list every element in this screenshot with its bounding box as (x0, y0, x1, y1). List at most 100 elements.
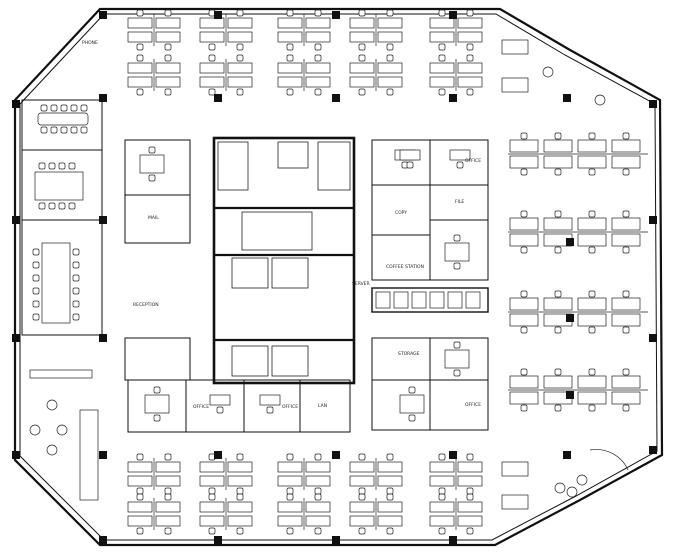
column (332, 11, 340, 19)
desk (277, 515, 303, 527)
column (214, 94, 222, 102)
desk (399, 149, 421, 161)
desk (457, 76, 483, 88)
chair (453, 262, 461, 270)
room-labels: PHONE RECEPTION COPY OFFICE OFFICE OFFIC… (82, 40, 481, 410)
restroom (217, 141, 249, 191)
desk (227, 62, 253, 74)
chair (32, 287, 40, 295)
file-drawer (375, 291, 391, 309)
desk (501, 494, 529, 510)
chair (386, 43, 394, 51)
office-partition (429, 379, 489, 431)
chair (622, 290, 630, 298)
chair (314, 493, 322, 501)
chair (72, 313, 80, 321)
structural-columns (12, 11, 657, 544)
chair (136, 9, 144, 17)
chair (554, 132, 562, 140)
column (449, 451, 457, 459)
chair (314, 453, 322, 461)
chair (286, 493, 294, 501)
desk (577, 155, 607, 169)
chair (136, 453, 144, 461)
file-drawer (465, 291, 481, 309)
desk (377, 62, 403, 74)
desk (349, 76, 375, 88)
chair (136, 88, 144, 96)
column (563, 451, 571, 459)
column (12, 216, 20, 224)
column (99, 334, 107, 342)
lounge-chair (29, 424, 41, 436)
desk (611, 391, 641, 405)
chair (164, 88, 172, 96)
desk (577, 297, 607, 311)
desk (577, 139, 607, 153)
desk (543, 155, 573, 169)
column (563, 94, 571, 102)
chair (466, 43, 474, 51)
desk (429, 76, 455, 88)
column (649, 446, 657, 454)
elevator (231, 257, 269, 289)
desk (127, 76, 153, 88)
desk (509, 139, 539, 153)
lounge-chair (594, 94, 606, 106)
chair (40, 104, 48, 112)
chair (50, 126, 58, 134)
column (99, 216, 107, 224)
chair (208, 43, 216, 51)
desk (305, 461, 331, 473)
office-partition (371, 139, 431, 186)
desk (277, 17, 303, 29)
desk (457, 501, 483, 513)
desk (611, 297, 641, 311)
chair (314, 487, 322, 495)
desk (139, 154, 165, 174)
desk (543, 297, 573, 311)
chair (622, 404, 630, 412)
label-office-2: OFFICE (193, 404, 209, 410)
chair (70, 104, 78, 112)
chair (588, 246, 596, 254)
chair (286, 88, 294, 96)
column (99, 536, 107, 544)
label-phone: PHONE (82, 40, 98, 46)
label-office-1: OFFICE (465, 158, 481, 164)
desk (349, 461, 375, 473)
chair (314, 9, 322, 17)
chair (520, 290, 528, 298)
chair (136, 43, 144, 51)
column (449, 536, 457, 544)
chair (60, 104, 68, 112)
desk (144, 394, 170, 414)
column (332, 451, 340, 459)
desk (155, 62, 181, 74)
elevator (231, 345, 269, 377)
chair (456, 161, 464, 169)
elevator (271, 257, 309, 289)
chair (236, 9, 244, 17)
chair (466, 487, 474, 495)
desk (227, 461, 253, 473)
core-details (217, 141, 351, 377)
desk (305, 17, 331, 29)
chair (72, 274, 80, 282)
desk (577, 233, 607, 247)
chair (453, 341, 461, 349)
stair (241, 211, 313, 251)
desk (457, 475, 483, 487)
desk (277, 475, 303, 487)
desk (305, 62, 331, 74)
file-drawer (447, 291, 463, 309)
desk (509, 217, 539, 231)
column (12, 100, 20, 108)
file-drawer (411, 291, 427, 309)
core-wall (212, 136, 356, 385)
desk (577, 391, 607, 405)
column (214, 536, 222, 544)
desk (611, 217, 641, 231)
chair (438, 54, 446, 62)
